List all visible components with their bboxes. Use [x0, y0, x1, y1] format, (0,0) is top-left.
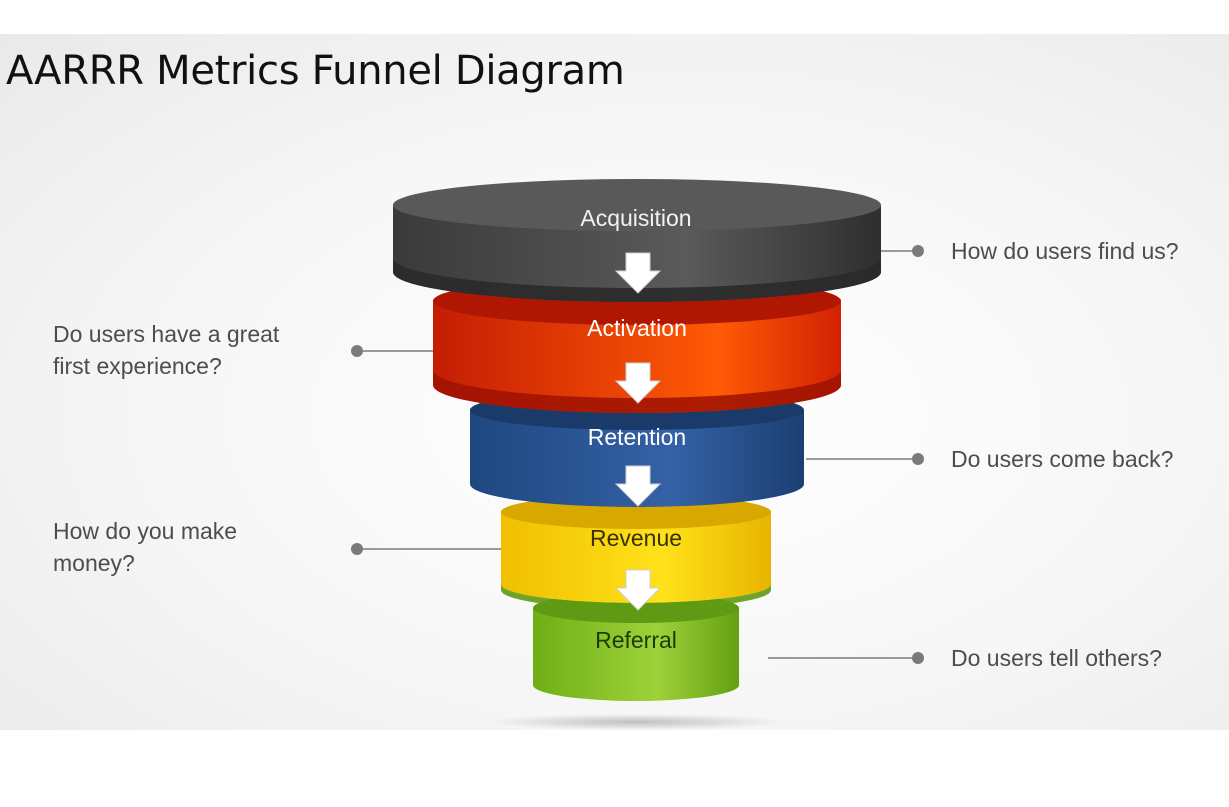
- down-arrow-icon: [614, 569, 662, 611]
- question-retention: Do users come back?: [951, 446, 1174, 472]
- stage-label-revenue: Revenue: [590, 525, 682, 551]
- question-referral: Do users tell others?: [951, 645, 1162, 671]
- stage-label-referral: Referral: [595, 627, 677, 653]
- down-arrow-icon: [614, 252, 662, 294]
- connector-lines: [351, 245, 924, 664]
- stage-label-activation: Activation: [587, 315, 687, 341]
- page-title: AARRR Metrics Funnel Diagram: [6, 48, 625, 94]
- funnel-stage-acquisition: Acquisition: [393, 179, 881, 302]
- down-arrow-icons: [614, 252, 662, 611]
- funnel-shadow: [486, 714, 786, 730]
- funnel-stage-referral: Referral: [533, 593, 739, 701]
- stage-label-acquisition: Acquisition: [580, 205, 691, 231]
- question-activation: Do users have a great first experience?: [53, 321, 280, 379]
- question-revenue: How do you make money?: [53, 518, 238, 576]
- question-acquisition: How do users find us?: [951, 238, 1179, 264]
- stage-label-retention: Retention: [588, 424, 686, 450]
- down-arrow-icon: [614, 362, 662, 404]
- down-arrow-icon: [614, 465, 662, 507]
